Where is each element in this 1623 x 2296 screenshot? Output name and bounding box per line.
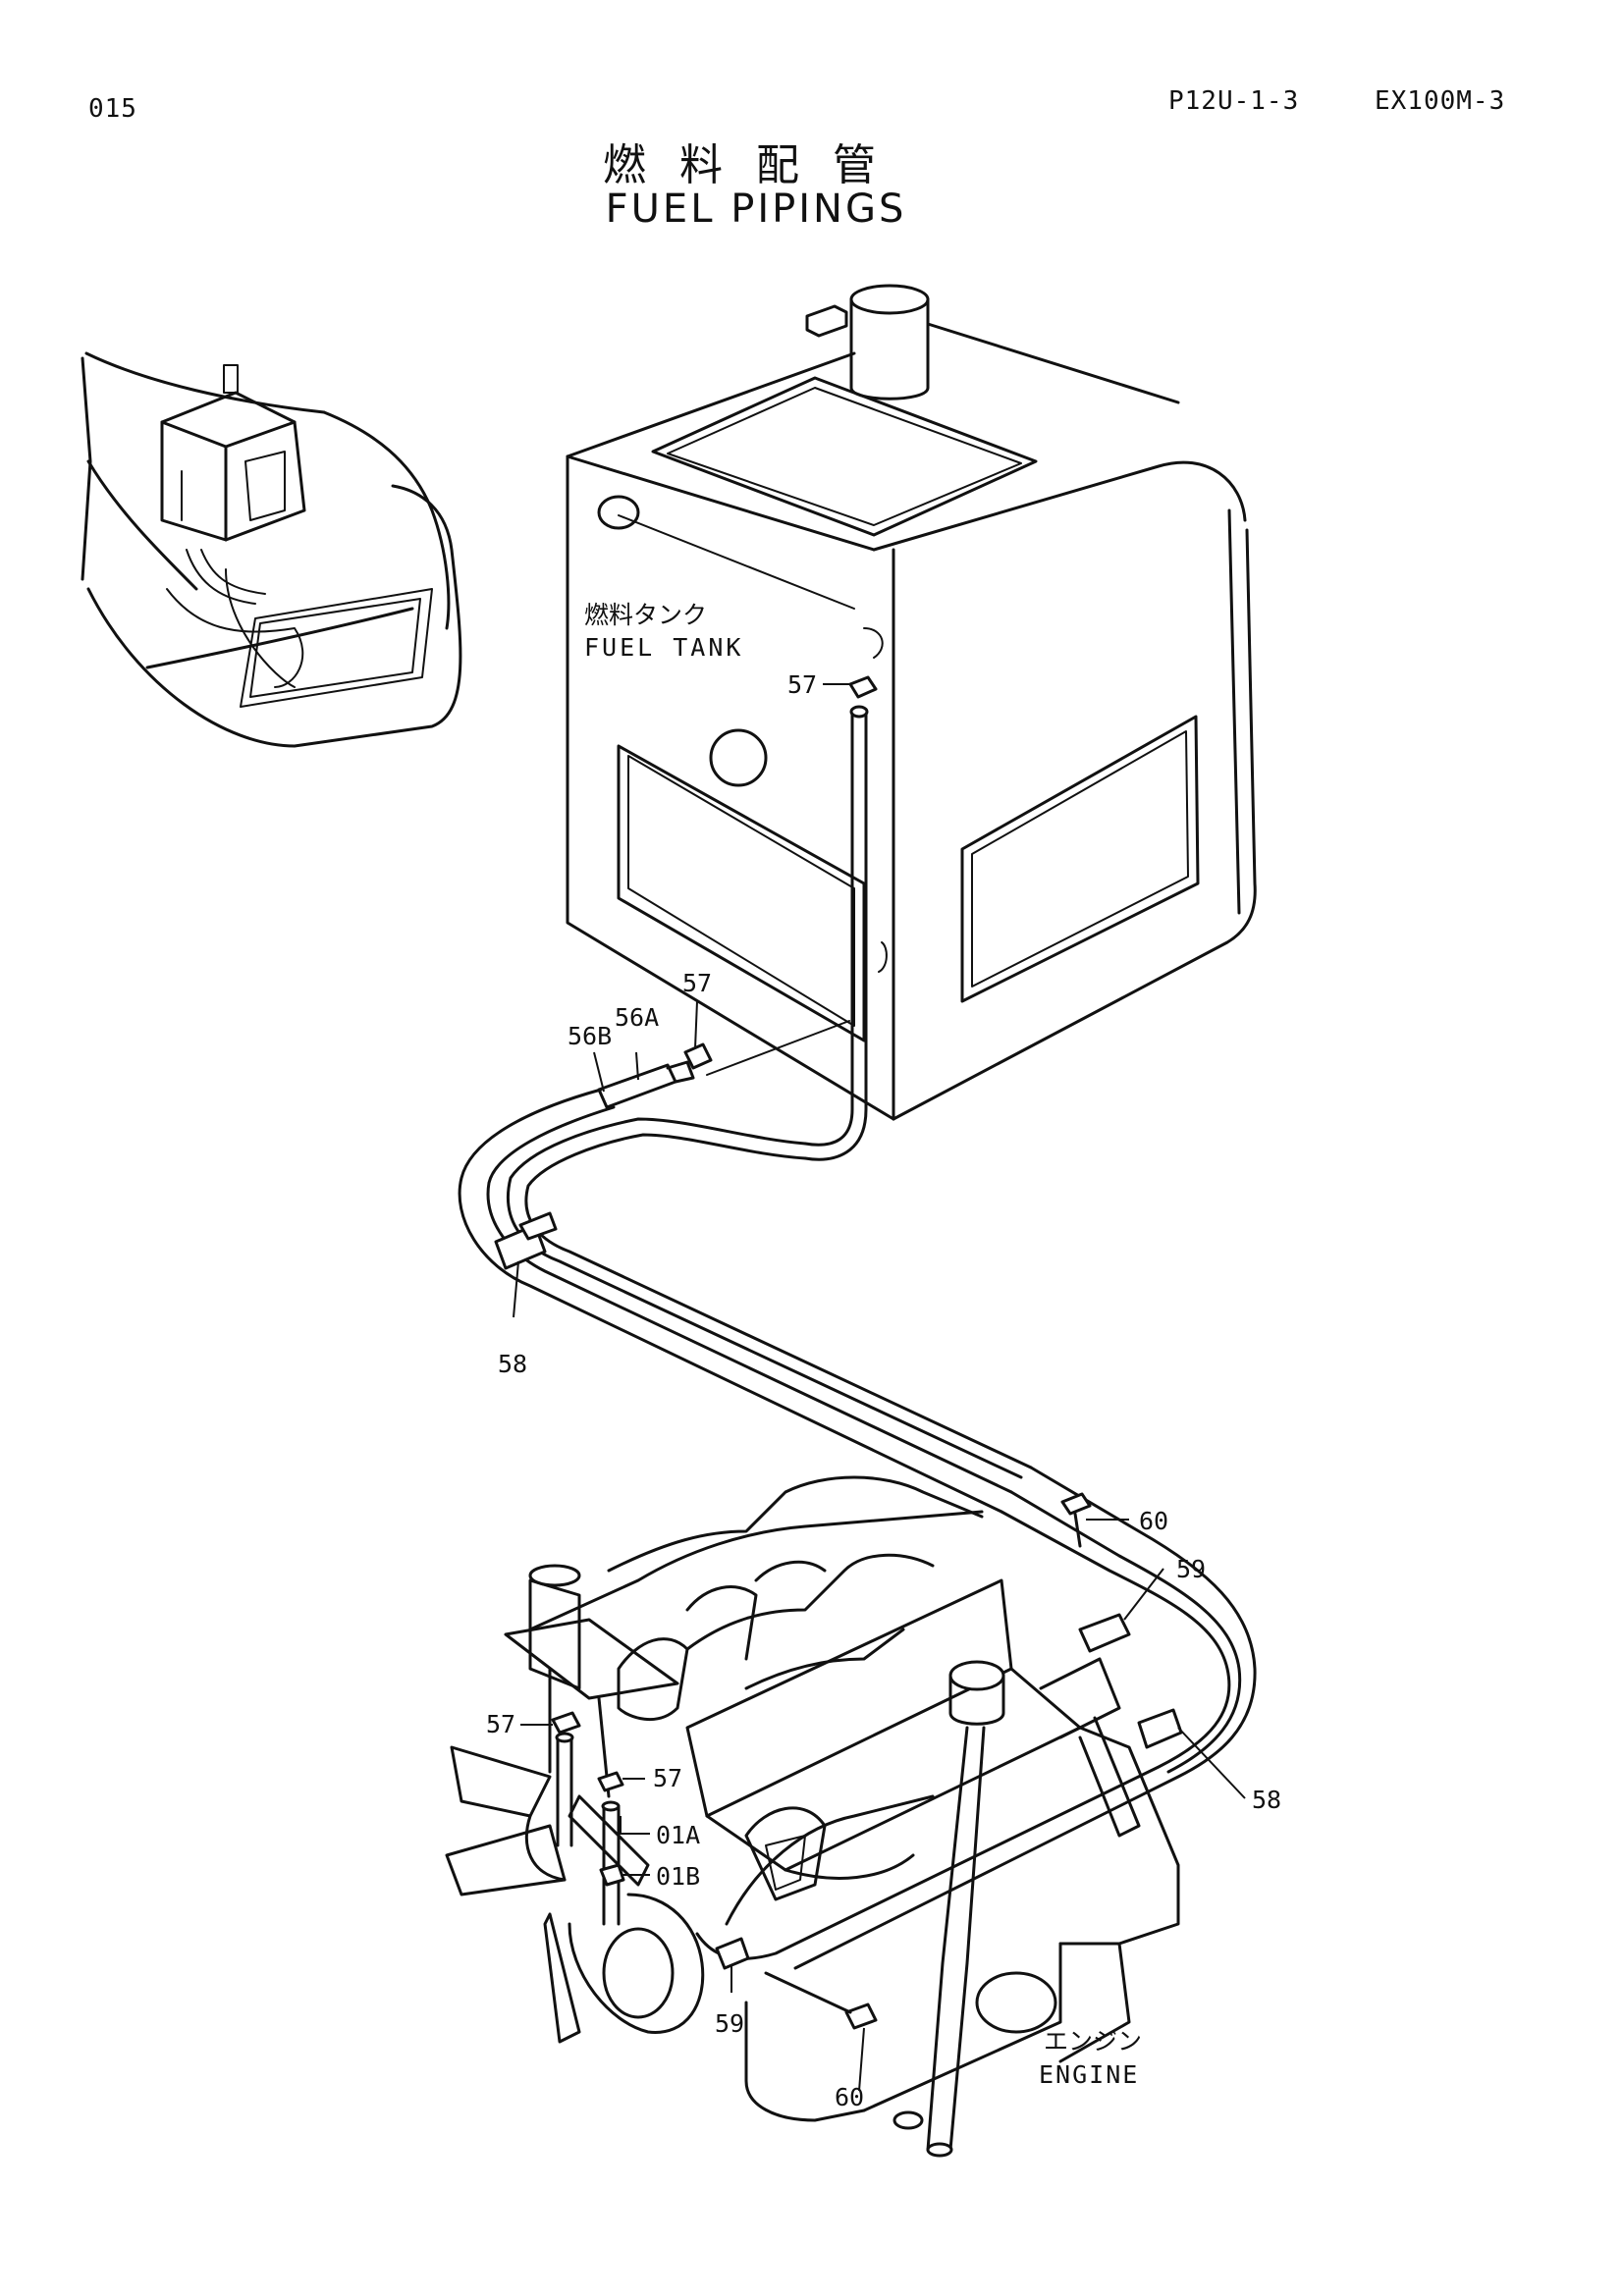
callout-58: 58: [1252, 1786, 1281, 1814]
fuel-hoses: [458, 705, 1257, 1970]
engine: [445, 1475, 1180, 2158]
callout-57: 57: [653, 1764, 682, 1792]
page-number: 015: [88, 94, 137, 124]
callout-56a: 56A: [615, 1003, 659, 1032]
fuel-tank: [566, 284, 1257, 1121]
leader-lines: [513, 683, 1246, 2092]
callout-56b: 56B: [568, 1022, 612, 1050]
callout-01b: 01B: [656, 1862, 700, 1891]
callout-59: 59: [715, 2009, 744, 2038]
callout-57: 57: [787, 670, 817, 699]
page-title: FUEL PIPINGS: [605, 187, 907, 232]
section-code: P12U-1-3: [1168, 86, 1300, 116]
engine-label-jp: エンジン: [1044, 2027, 1142, 2056]
callout-60: 60: [1139, 1507, 1168, 1535]
fuel-tank-label: FUEL TANK: [584, 633, 743, 662]
callout-57: 57: [682, 969, 712, 997]
machine-overview-inset: [81, 351, 462, 748]
callout-01a: 01A: [656, 1821, 700, 1849]
fuel-tank-label-jp: 燃料タンク: [584, 601, 707, 629]
callout-59: 59: [1176, 1555, 1206, 1583]
engine-label: ENGINE: [1039, 2060, 1139, 2089]
page-title-japanese: 燃料配管: [603, 140, 909, 190]
small-parts: [551, 675, 1183, 2030]
model-number: EX100M-3: [1375, 86, 1506, 116]
callout-60: 60: [835, 2083, 864, 2111]
callout-58: 58: [498, 1350, 527, 1378]
callout-57: 57: [486, 1710, 515, 1738]
